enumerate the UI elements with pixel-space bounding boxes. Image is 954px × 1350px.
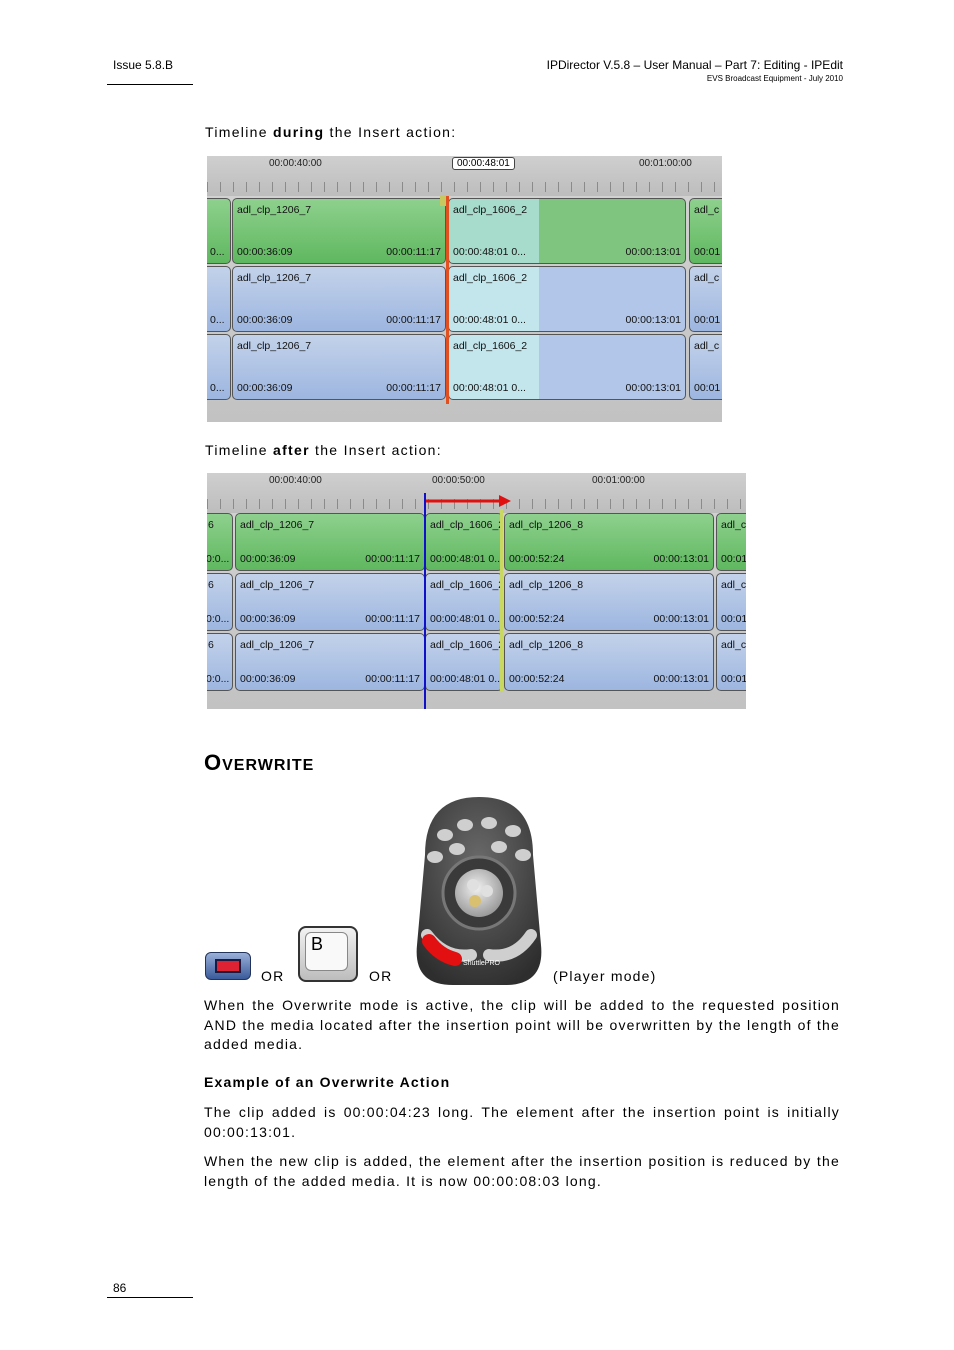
footer-rule [107,1297,193,1298]
key-letter: B [311,934,324,954]
caption-after-pre: Timeline [205,442,273,458]
header-rule [107,84,193,85]
manual-title: IPDirector V.5.8 – User Manual – Part 7:… [546,58,843,72]
overwrite-mode-button[interactable] [205,952,251,980]
timeline-ruler[interactable]: 00:00:40:00 00:00:50:00 00:01:00:00 [207,473,746,513]
player-mode-label: (Player mode) [553,968,657,984]
clip-stub-left[interactable]: 0... [207,334,231,400]
ruler-timecode: 00:01:00:00 [639,158,692,169]
section-title-initial: O [204,750,223,775]
timeline-during[interactable]: 00:00:40:00 00:00:48:01 00:01:00:00 0...… [207,156,722,422]
ruler-timecode: 00:00:50:00 [432,475,485,486]
manual-subtitle: EVS Broadcast Equipment - July 2010 [706,74,843,83]
section-title-rest: VERWRITE [222,757,315,774]
overwrite-arrow-icon [425,495,511,507]
overwrite-icon [215,959,241,973]
playhead-cursor[interactable] [424,493,426,709]
caption-after: Timeline after the Insert action: [205,442,442,458]
ruler-ticks [207,182,722,192]
caption-during: Timeline during the Insert action: [205,124,456,140]
insert-point-line [446,196,449,404]
caption-during-pre: Timeline [205,124,273,140]
caption-during-bold: during [272,124,325,140]
page-number: 86 [113,1281,127,1295]
caption-during-post: the Insert action: [324,124,457,140]
paragraph-example-2: When the new clip is added, the element … [204,1153,840,1189]
ruler-timecode: 00:00:40:00 [269,475,322,486]
ruler-ticks [207,499,746,509]
section-title: OVERWRITE [204,750,314,776]
clip-stub-left[interactable]: 0... [207,198,231,264]
paragraph-example-1: The clip added is 00:00:04:23 long. The … [204,1104,840,1140]
key-face [305,932,348,971]
paragraph-overwrite-description: When the Overwrite mode is active, the c… [204,997,840,1052]
ruler-timecode: 00:00:40:00 [269,158,322,169]
insert-marker-glow [440,196,446,206]
caption-after-post: the Insert action: [309,442,442,458]
ruler-timecode: 00:01:00:00 [592,475,645,486]
cursor-timecode: 00:00:48:01 [452,157,515,170]
timeline-ruler[interactable]: 00:00:40:00 00:00:48:01 00:01:00:00 [207,156,722,196]
issue-label: Issue 5.8.B [113,58,174,72]
keyboard-key-b: B [298,926,358,982]
clip-stub-left[interactable]: 0... [207,266,231,332]
insert-marker [500,509,503,691]
caption-after-bold: after [272,442,310,458]
or-label: OR [369,968,393,984]
shuttlepro-controller-icon: ShuttlePRO [416,797,542,985]
shuttle-brand: ShuttlePRO [463,960,501,967]
subheading-example: Example of an Overwrite Action [204,1074,451,1090]
or-label: OR [261,968,285,984]
